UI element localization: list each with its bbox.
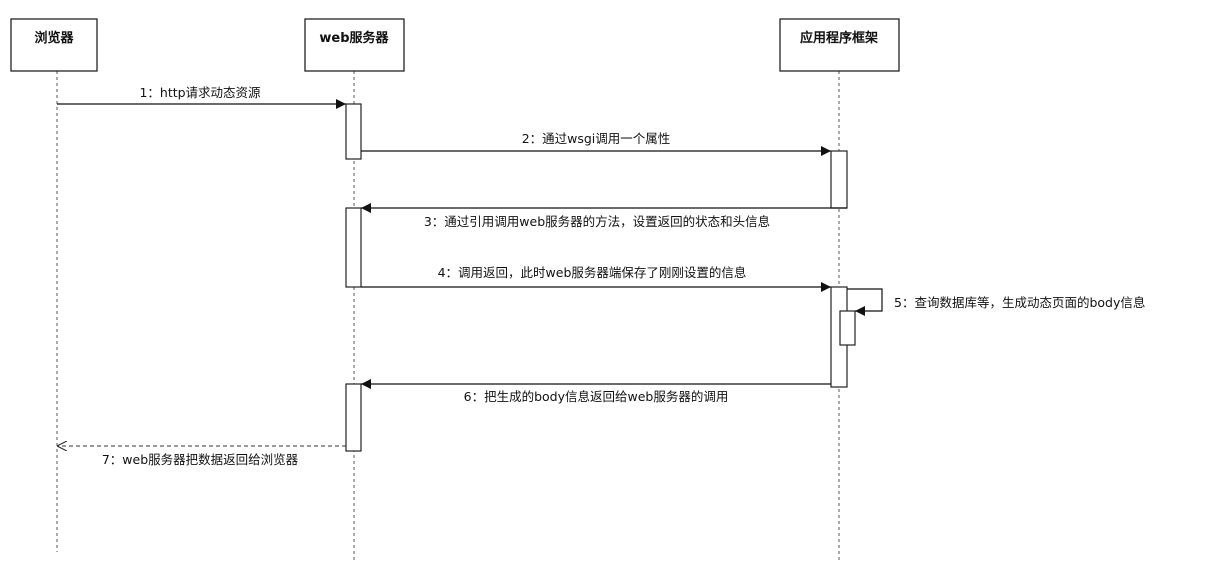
participant-box bbox=[10, 18, 98, 72]
message-5: 5：查询数据库等，生成动态页面的body信息 bbox=[847, 288, 1145, 316]
participant-webserver: web服务器 bbox=[304, 18, 405, 72]
message-arrow bbox=[847, 288, 883, 316]
participant-framework: 应用程序框架 bbox=[779, 18, 900, 72]
participant-label: 应用程序框架 bbox=[800, 30, 878, 46]
message-2: 2：通过wsgi调用一个属性 bbox=[361, 131, 831, 156]
message-label: 1：http请求动态资源 bbox=[139, 85, 261, 100]
participant-box bbox=[304, 18, 405, 72]
activation-framework-nested bbox=[839, 310, 856, 346]
message-1: 1：http请求动态资源 bbox=[57, 85, 346, 109]
message-label: 6：把生成的body信息返回给web服务器的调用 bbox=[464, 389, 729, 404]
message-label: 7：web服务器把数据返回给浏览器 bbox=[102, 452, 299, 467]
message-6: 6：把生成的body信息返回给web服务器的调用 bbox=[361, 379, 831, 404]
message-label: 4：调用返回，此时web服务器端保存了刚刚设置的信息 bbox=[438, 265, 747, 280]
activation-webserver-3 bbox=[345, 383, 362, 452]
participant-label: web服务器 bbox=[319, 30, 389, 46]
message-4: 4：调用返回，此时web服务器端保存了刚刚设置的信息 bbox=[361, 265, 831, 292]
message-3: 3：通过引用调用web服务器的方法，设置返回的状态和头信息 bbox=[361, 203, 847, 229]
activation-framework-1 bbox=[830, 150, 848, 209]
message-label: 3：通过引用调用web服务器的方法，设置返回的状态和头信息 bbox=[424, 214, 770, 229]
message-7: 7：web服务器把数据返回给浏览器 bbox=[57, 446, 346, 467]
message-label: 2：通过wsgi调用一个属性 bbox=[522, 131, 671, 146]
message-label: 5：查询数据库等，生成动态页面的body信息 bbox=[894, 295, 1145, 310]
participant-box bbox=[779, 18, 900, 72]
activation-webserver-2 bbox=[345, 207, 362, 288]
participant-label: 浏览器 bbox=[34, 30, 74, 46]
activation-webserver-1 bbox=[345, 103, 362, 160]
participant-browser: 浏览器 bbox=[10, 18, 98, 72]
